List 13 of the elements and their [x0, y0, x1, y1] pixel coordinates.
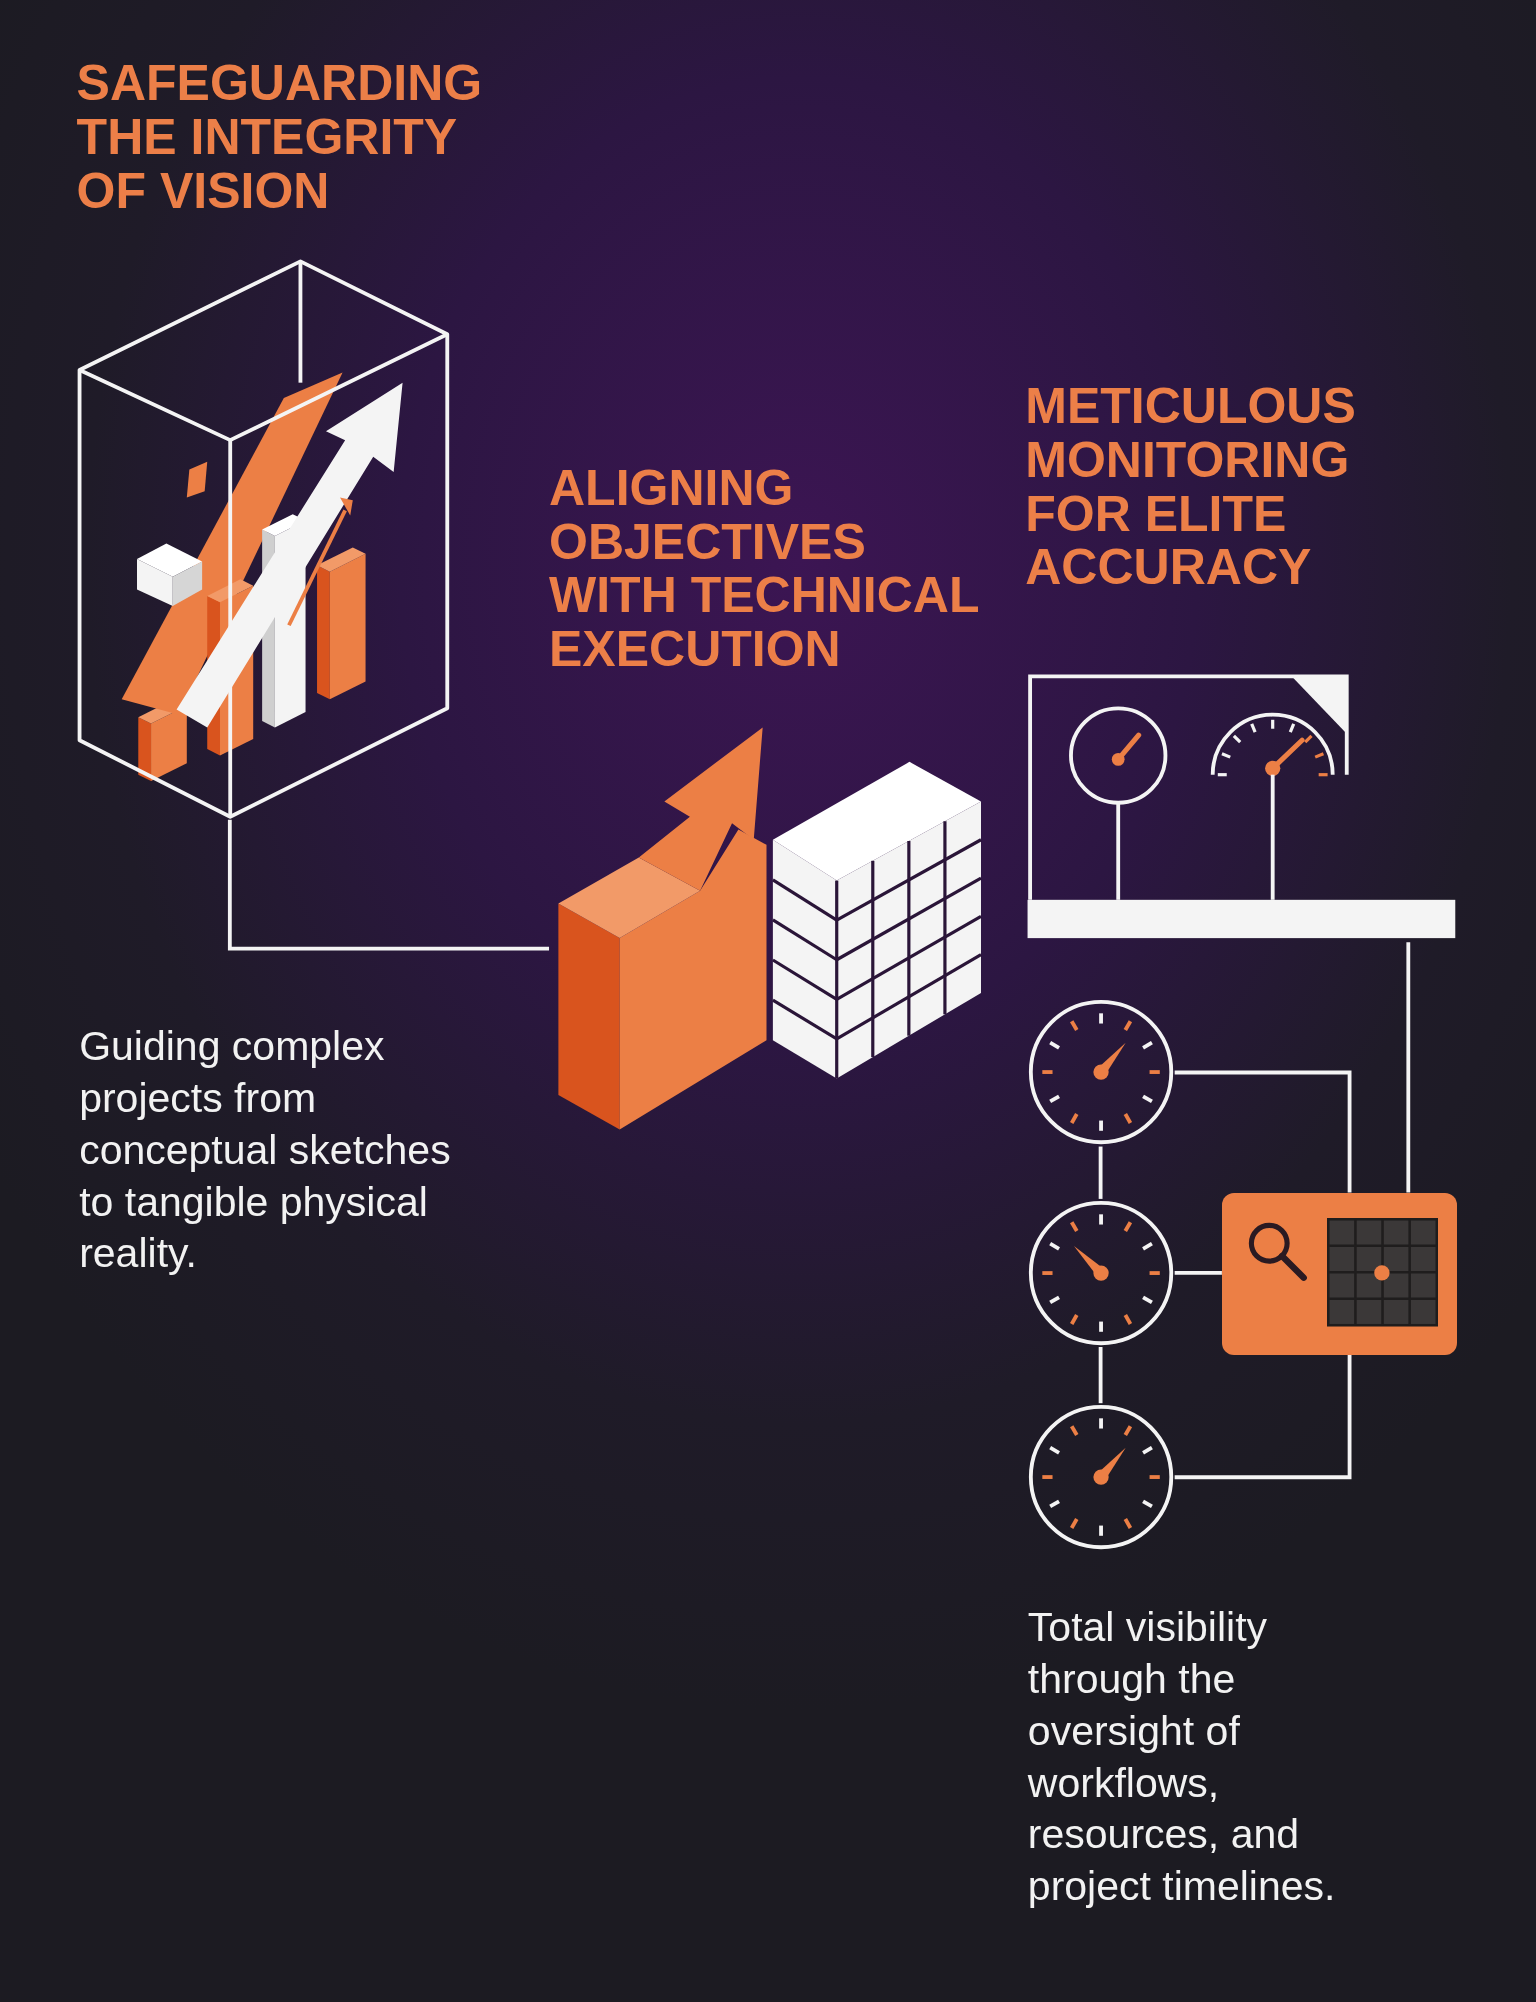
- connector-line: [1174, 1070, 1352, 1193]
- description-text: Guiding complex projects from conceptual sketches to tangible physical reality.: [79, 1022, 452, 1279]
- monitor-panel: [1221, 1192, 1457, 1355]
- connector-line: [1098, 1347, 1103, 1404]
- connector-line: [1174, 1354, 1352, 1480]
- connector-line: [1174, 1271, 1222, 1275]
- connector-line: [1098, 1146, 1103, 1199]
- section-heading: SAFEGUARDING THE INTEGRITY OF VISION: [76, 57, 484, 219]
- connector-line: [227, 819, 550, 951]
- section-heading: METICULOUS MONITORING FOR ELITE ACCURACY: [1025, 380, 1357, 595]
- section-heading: ALIGNING OBJECTIVES WITH TECHNICAL EXECUTION: [549, 462, 980, 677]
- description-text: Total visibility through the oversight of workflows, resources, and project timelines.: [1027, 1603, 1337, 1911]
- connector-line: [1406, 942, 1411, 1193]
